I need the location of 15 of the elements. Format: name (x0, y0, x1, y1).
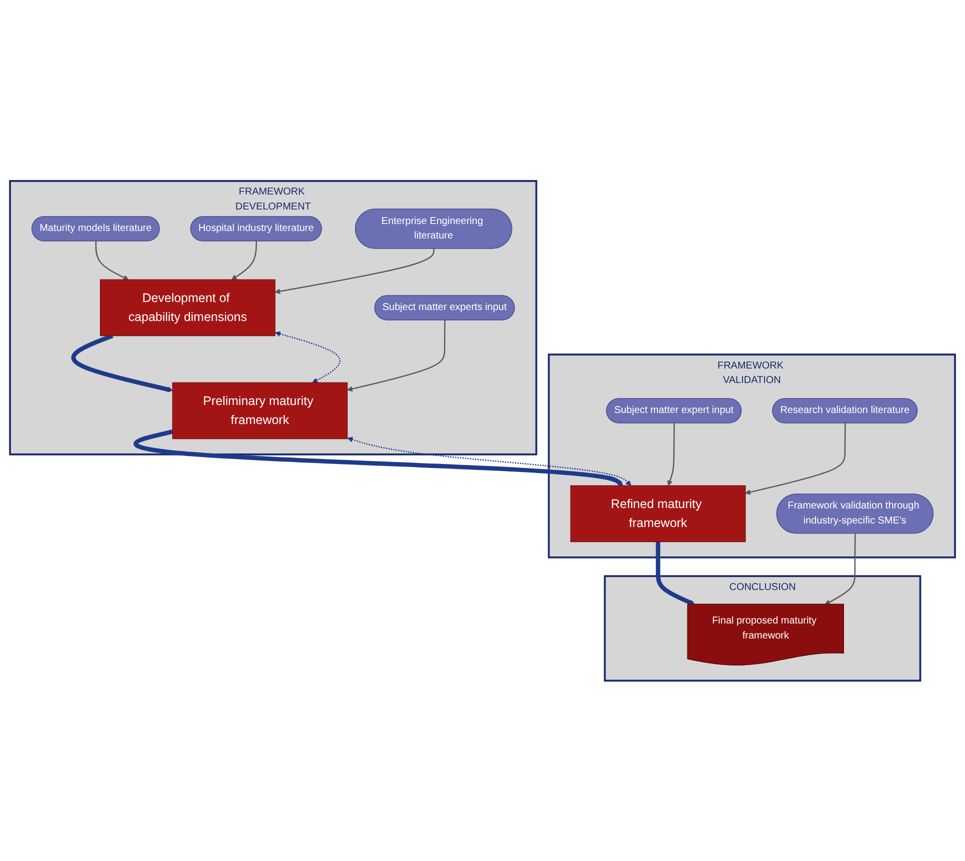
arrow (95, 240, 129, 280)
arrow (656, 541, 696, 606)
arrow (347, 320, 446, 392)
arrow (134, 429, 624, 486)
arrow (275, 330, 341, 383)
node-box: Preliminary maturity framework (172, 382, 348, 439)
arrow (274, 248, 435, 294)
arrow (71, 333, 173, 392)
arrow (347, 436, 632, 486)
node-box: Refined maturity framework (570, 484, 746, 542)
node-box: Development of capability dimensions (100, 278, 276, 336)
arrow (745, 422, 846, 494)
arrow (231, 240, 258, 280)
arrow (824, 533, 856, 604)
arrow (667, 422, 675, 486)
